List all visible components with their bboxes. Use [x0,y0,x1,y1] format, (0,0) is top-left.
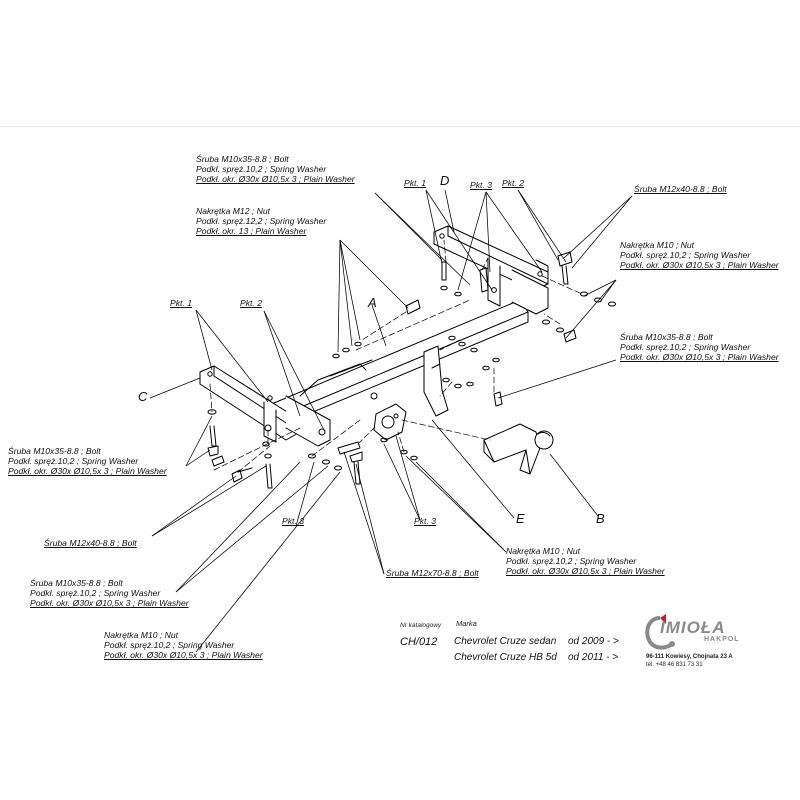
pkt-label-top-3: Pkt. 3 [470,180,492,190]
label-line: Podkł. okr. Ø30x Ø10,5x 3 ; Plain Washer [104,650,263,660]
catalog-year-2: od 2011 - > [568,652,619,663]
label-bolt-m12x70: Śruba M12x70-8.8 ; Bolt [386,568,479,578]
logo-sub: HAKPOL [704,636,740,643]
label-line: Podkł. okr. Ø30x Ø10,5x 3 ; Plain Washer [30,598,189,608]
label-nut-m10-bottom: Nakrętka M10 ; Nut Podkł. spręż.10,2 ; S… [104,630,263,660]
label-line: Śruba M10x35-8.8 ; Bolt [30,578,123,588]
label-line: Podkł. spręż.10,2 ; Spring Washer [506,556,637,566]
catalog-year-1: od 2009 - > [568,636,619,647]
pkt-label-top-1: Pkt. 1 [404,178,426,188]
label-line: Podkł. okr. Ø30x Ø10,5x 3 ; Plain Washer [620,260,779,270]
top-divider [0,126,800,127]
catalog-model-1: Chevrolet Cruze sedan [454,636,557,647]
socket-plate-e [370,345,449,441]
label-line: Podkł. spręż.10,2 ; Spring Washer [620,342,751,352]
label-bolt-m10-left: Śruba M10x35-8.8 ; Bolt Podkł. spręż.10,… [8,446,167,476]
label-line: Nakrętka M10 ; Nut [506,546,581,556]
label-line: Podkł. okr. Ø30x Ø10,5x 3 ; Plain Washer [196,174,355,184]
label-line: Śruba M10x35-8.8 ; Bolt [620,332,713,342]
catalog-brand-caption: Marka [456,619,477,628]
part-letter-b: B [596,511,605,526]
label-line: Podkł. spręż.12,2 ; Spring Washer [196,216,327,226]
label-line: Nakrętka M12 ; Nut [196,206,271,216]
label-line: Nakrętka M10 ; Nut [620,240,695,250]
part-letter-a: A [368,295,377,310]
assembly-axes [209,239,583,473]
leader-lines [149,189,633,653]
right-bracket-d [433,225,549,315]
label-bolt-m12-left: Śruba M12x40-8.8 ; Bolt [44,538,137,548]
pkt-label-left-2: Pkt. 2 [240,298,262,308]
label-nut-m10-right: Nakrętka M10 ; Nut Podkł. spręż.10,2 ; S… [620,240,779,270]
logo-brand: IMIOŁA [660,618,726,637]
label-line: Podkł. okr. Ø30x Ø10,5x 3 ; Plain Washer [8,466,167,476]
label-bolt-m10-bottom: Śruba M10x35-8.8 ; Bolt Podkł. spręż.10,… [30,578,189,608]
label-bolt-m12-top: Śruba M12x40-8.8 ; Bolt [634,184,727,194]
catalog-model-2: Chevrolet Cruze HB 5d [454,652,557,663]
label-line: Podkł. spręż.10,2 ; Spring Washer [620,250,751,260]
logo-phone-line: tel. +48 46 831 73 31 [646,662,703,668]
part-letter-d: D [440,173,450,188]
pkt-label-top-2: Pkt. 2 [502,178,524,188]
label-line: Podkł. spręż.10,2 ; Spring Washer [30,588,161,598]
logo-address-line: 96-111 Kowiesy, Chojnata 23 A [646,654,733,660]
label-line: Podkł. spręż.10,2 ; Spring Washer [104,640,235,650]
catalog-number-caption: Nr katalogowy [400,622,442,629]
label-line: Podkł. okr. Ø30x Ø10,5x 3 ; Plain Washer [506,566,665,576]
label-nut-m10-center: Nakrętka M10 ; Nut Podkł. spręż.10,2 ; S… [506,546,665,576]
label-bolt-m10-top: Śruba M10x35-8.8 ; Bolt Podkł. spręż.10,… [196,154,355,184]
label-nut-m12: Nakrętka M12 ; Nut Podkł. spręż.12,2 ; S… [196,206,326,236]
label-bolt-m10-right: Śruba M10x35-8.8 ; Bolt Podkł. spręż.10,… [620,332,779,362]
imiola-hakpol-logo: IMIOŁA HAKPOL 96-111 Kowiesy, Chojnata 2… [642,612,762,682]
pkt-label-bottom-3a: Pkt. 3 [282,516,304,526]
tow-ball-b [483,423,554,475]
label-line: Śruba M10x35-8.8 ; Bolt [196,154,289,164]
left-fasteners [207,409,363,489]
label-line: Podkł. okr. 13 ; Plain Washer [196,226,307,236]
label-line: Nakrętka M10 ; Nut [104,630,179,640]
label-line: Śruba M10x35-8.8 ; Bolt [8,446,101,456]
part-letter-c: C [138,389,148,404]
hook-logo-icon [645,614,675,650]
catalog-number: CH/012 [400,636,438,648]
label-line: Podkł. spręż.10,2 ; Spring Washer [8,456,139,466]
label-line: Podkł. okr. Ø30x Ø10,5x 3 ; Plain Washer [620,352,779,362]
left-bracket-c [199,365,331,447]
top-fasteners [332,251,616,461]
label-line: Podkł. spręż.10,2 ; Spring Washer [196,164,327,174]
part-letter-e: E [516,511,525,526]
pkt-label-bottom-3b: Pkt. 3 [414,516,436,526]
pkt-label-left-1: Pkt. 1 [170,298,192,308]
